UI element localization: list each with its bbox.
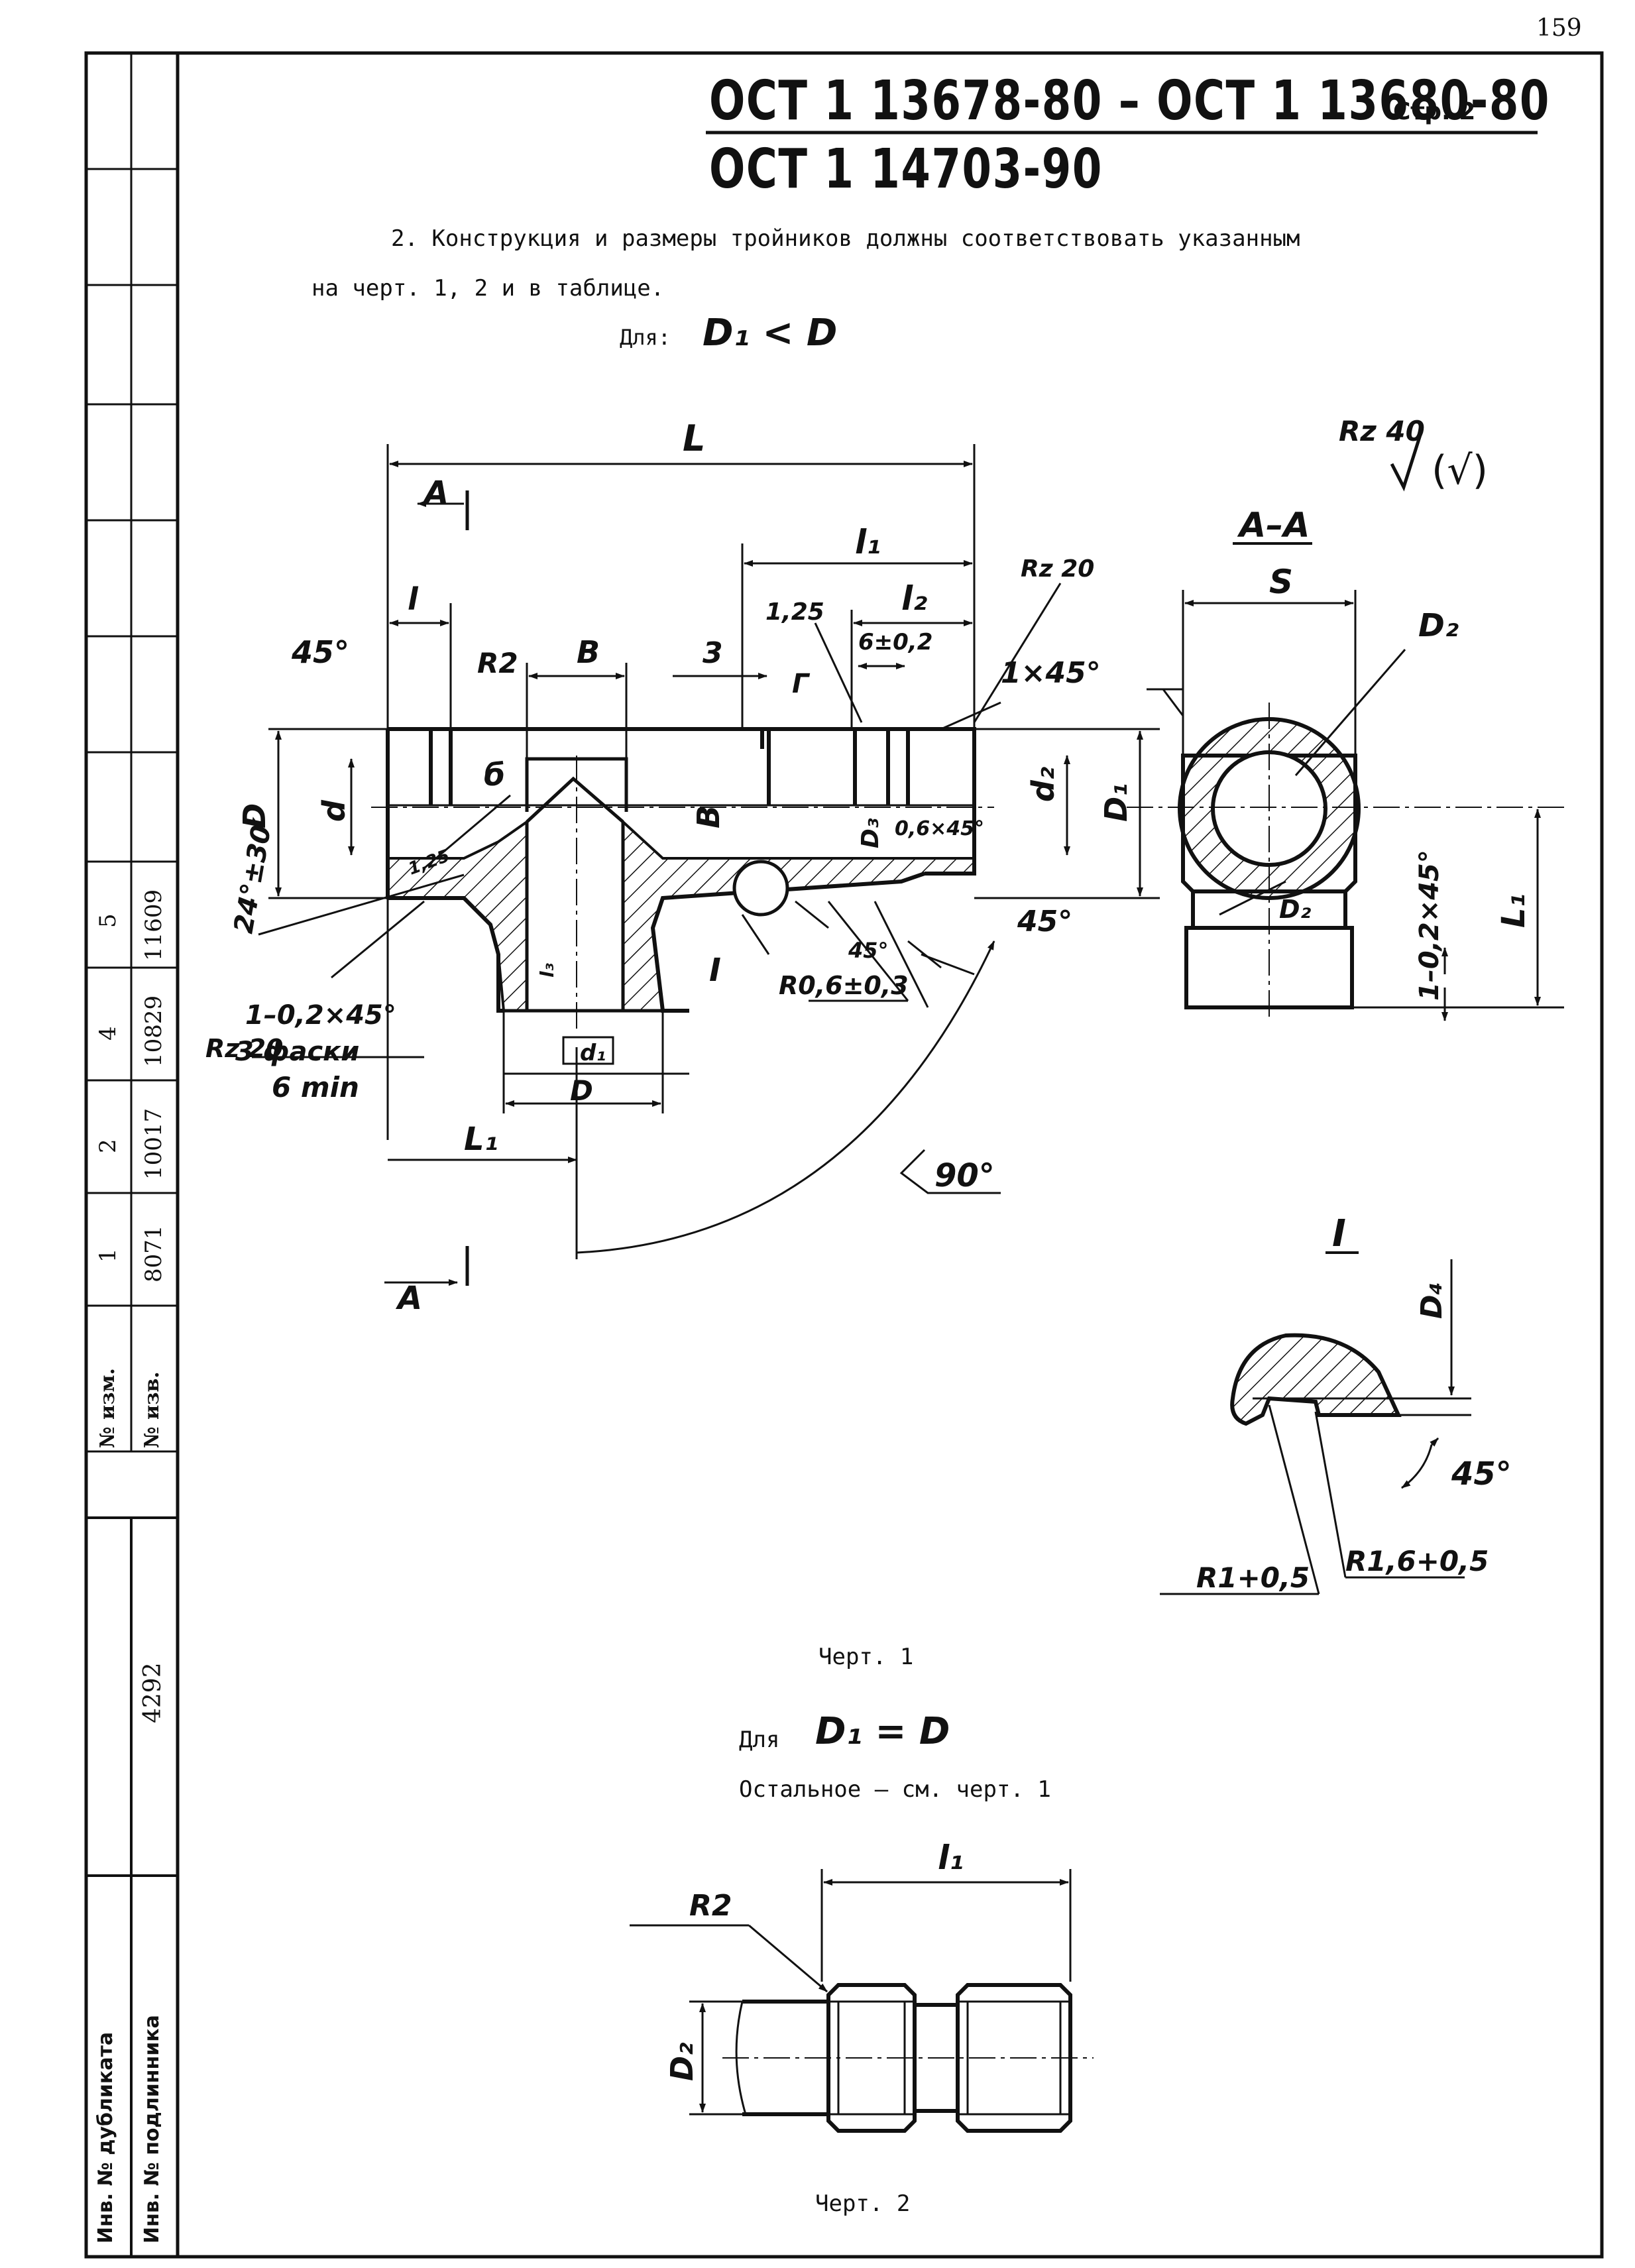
chamfer-1-02: 1–0,2×45° [245,1000,396,1031]
dim-D: D [237,803,272,828]
caption-fig2: Черт. 2 [815,2190,911,2217]
roughness-check-symbol [1390,430,1424,492]
dim-L: L [683,418,705,459]
b-letter: б [484,757,505,793]
section-dim-S: S [1269,563,1293,601]
dim-D3: D₃ [857,818,884,848]
dim-d: d [316,799,352,822]
radius-R2: R2 [477,647,518,679]
caption-fig1: Черт. 1 [818,1644,914,1670]
three-chamfers: 3 фаски [235,1037,359,1067]
six-min: 6 min [272,1071,359,1104]
paragraph-line-1: 2. Конструкция и размеры тройников должн… [391,225,1300,252]
angle-45-right: 45° [1017,905,1072,938]
gamma-label: Г [792,669,811,699]
section-AA-title: A–A [1237,506,1310,545]
standard-line-1: ОСТ 1 13678-80 – ОСТ 1 13680-80 [709,70,1550,133]
section-mark-A-bottom: A [395,1280,422,1317]
condition1-formula: D₁ < D [703,312,838,355]
section-dim-D2: D₂ [1418,607,1459,644]
radius-R0-6: R0,6±0,3 [779,971,909,1000]
page-number: 159 [1536,15,1582,42]
paragraph-line-2: на черт. 1, 2 и в таблице. [311,275,665,302]
dim-B: B [577,634,600,670]
dim-l: l [408,581,419,617]
drawing2-radius-R2: R2 [689,1889,732,1923]
dim-l3: l₃ [536,963,558,978]
standard-line-2: ОСТ 1 14703-90 [709,138,1103,201]
dim-D1: D₁ [1098,783,1134,822]
detail-angle-45: 45° [1451,1455,1512,1493]
angle-45-left: 45° [291,634,349,670]
general-roughness: Rz 40 [1339,415,1425,447]
detail-I-title: I [1332,1212,1346,1255]
angle-90: 90° [934,1157,995,1194]
section-dim-L1: L₁ [1495,893,1532,928]
dim-l2: l₂ [901,579,927,618]
dim-d2: d₂ [1025,767,1061,802]
chamfer-1x45: 1×45° [1001,656,1101,690]
chamfer-0-6: 0,6×45° [895,817,984,840]
detail-radius-R1-6: R1,6+0,5 [1345,1545,1489,1577]
roughness-rz20-top: Rz 20 [1021,555,1094,583]
condition2-note: Остальное – см. черт. 1 [739,1776,1051,1803]
dim-B-vertical: B [691,805,726,828]
dim-L1: L₁ [464,1121,498,1158]
page-label: Стр. 2 [1393,98,1476,125]
roughness-check: (√) [1432,447,1488,494]
dim-D-bottom: D [570,1074,593,1107]
detail-radius-R1: R1+0,5 [1196,1561,1310,1594]
section-dim-D2-inner: D₂ [1279,895,1312,924]
roughness-1-25: 1,25 [765,598,824,626]
drawing2-dim-D2: D₂ [664,2043,700,2081]
detail-I-marker: I [709,952,721,989]
dim-l1: l₁ [855,523,881,561]
section-chamfer: 1–0,2×45° [1414,850,1445,1001]
condition2-prefix: Для [739,1727,780,1753]
angle-45-small: 45° [848,938,889,963]
dim-6: 6±0,2 [858,629,932,655]
dim-3: 3 [703,636,723,670]
condition1-prefix: Для: [620,325,671,350]
detail-dim-D4: D₄ [1415,1282,1449,1319]
dim-d1: d₁ [580,1040,606,1066]
drawing2-dim-l1: l₁ [938,1839,964,1877]
roughness-rz20-left: Rz 20 [205,1034,284,1063]
condition2-formula: D₁ = D [815,1710,950,1753]
section-mark-A-top: A [422,475,449,512]
